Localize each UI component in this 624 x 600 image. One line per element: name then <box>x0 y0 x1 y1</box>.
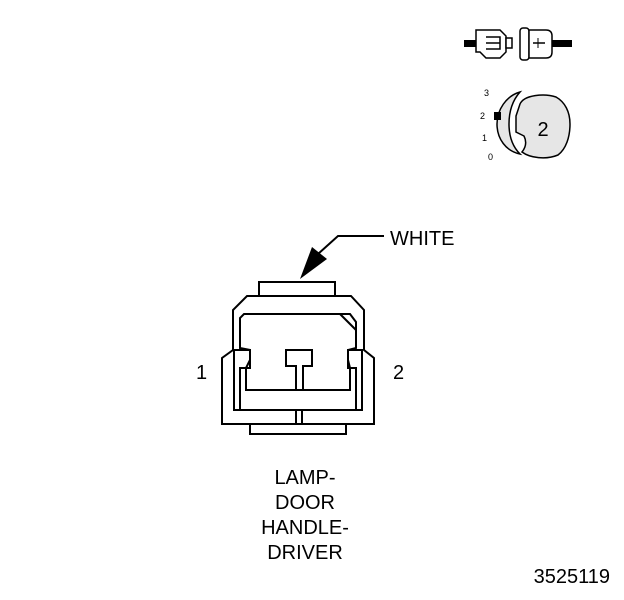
key-pos-1: 1 <box>482 133 487 143</box>
key-position-icon: 3 2 1 0 2 <box>480 88 571 162</box>
key-pos-0: 0 <box>488 152 493 162</box>
wire-color-label: WHITE <box>390 228 454 250</box>
connector-name-line-4: DRIVER <box>267 542 343 564</box>
connector-name: LAMP- DOOR HANDLE- DRIVER <box>205 466 405 566</box>
key-pos-2: 2 <box>480 111 485 121</box>
connector-name-line-1: LAMP- <box>274 467 336 489</box>
key-pos-3: 3 <box>484 88 489 98</box>
pin-label-1: 1 <box>196 362 207 384</box>
connector-face <box>221 281 375 435</box>
connector-side-view-icon <box>464 27 572 61</box>
connector-name-line-2: DOOR <box>275 492 335 514</box>
pointer-arrow-icon <box>300 235 384 279</box>
key-number: 2 <box>537 119 548 141</box>
connector-name-line-3: HANDLE- <box>261 517 349 539</box>
pin-label-2: 2 <box>393 362 404 384</box>
figure-number: 3525119 <box>533 566 610 588</box>
